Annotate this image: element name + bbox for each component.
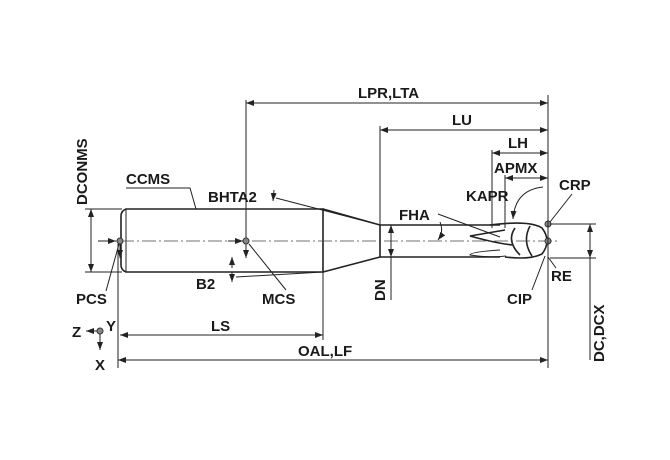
taper — [322, 208, 381, 273]
label-axis-z: Z — [72, 324, 81, 341]
extension-lines — [85, 95, 596, 368]
label-crp: CRP — [559, 177, 591, 194]
label-axis-y: Y — [106, 318, 116, 335]
label-bhta2: BHTA2 — [208, 189, 257, 206]
label-kapr: KAPR — [466, 188, 509, 205]
label-dc-dcx: DC,DCX — [591, 304, 608, 362]
tool-body — [98, 208, 560, 273]
label-oal-lf: OAL,LF — [298, 343, 352, 360]
label-re: RE — [551, 268, 572, 285]
label-lh: LH — [508, 135, 528, 152]
label-dn: DN — [372, 279, 389, 301]
label-axis-x: X — [95, 357, 105, 374]
flute-lower — [469, 249, 507, 258]
label-lpr-lta: LPR,LTA — [358, 85, 419, 102]
shank — [120, 208, 324, 273]
label-apmx: APMX — [494, 160, 537, 177]
label-mcs: MCS — [262, 291, 295, 308]
cutting-head — [469, 222, 548, 259]
leaders — [98, 186, 573, 292]
label-cip: CIP — [507, 291, 532, 308]
axis-triad-icon — [86, 327, 104, 350]
label-fha: FHA — [399, 207, 430, 224]
pcs-point-icon — [116, 237, 124, 245]
label-ls: LS — [211, 318, 230, 335]
label-b2: B2 — [196, 276, 215, 293]
label-dconms: DCONMS — [74, 138, 91, 205]
mcs-point-icon — [242, 237, 250, 245]
label-ccms: CCMS — [126, 171, 170, 188]
label-lu: LU — [452, 112, 472, 129]
label-pcs: PCS — [76, 291, 107, 308]
